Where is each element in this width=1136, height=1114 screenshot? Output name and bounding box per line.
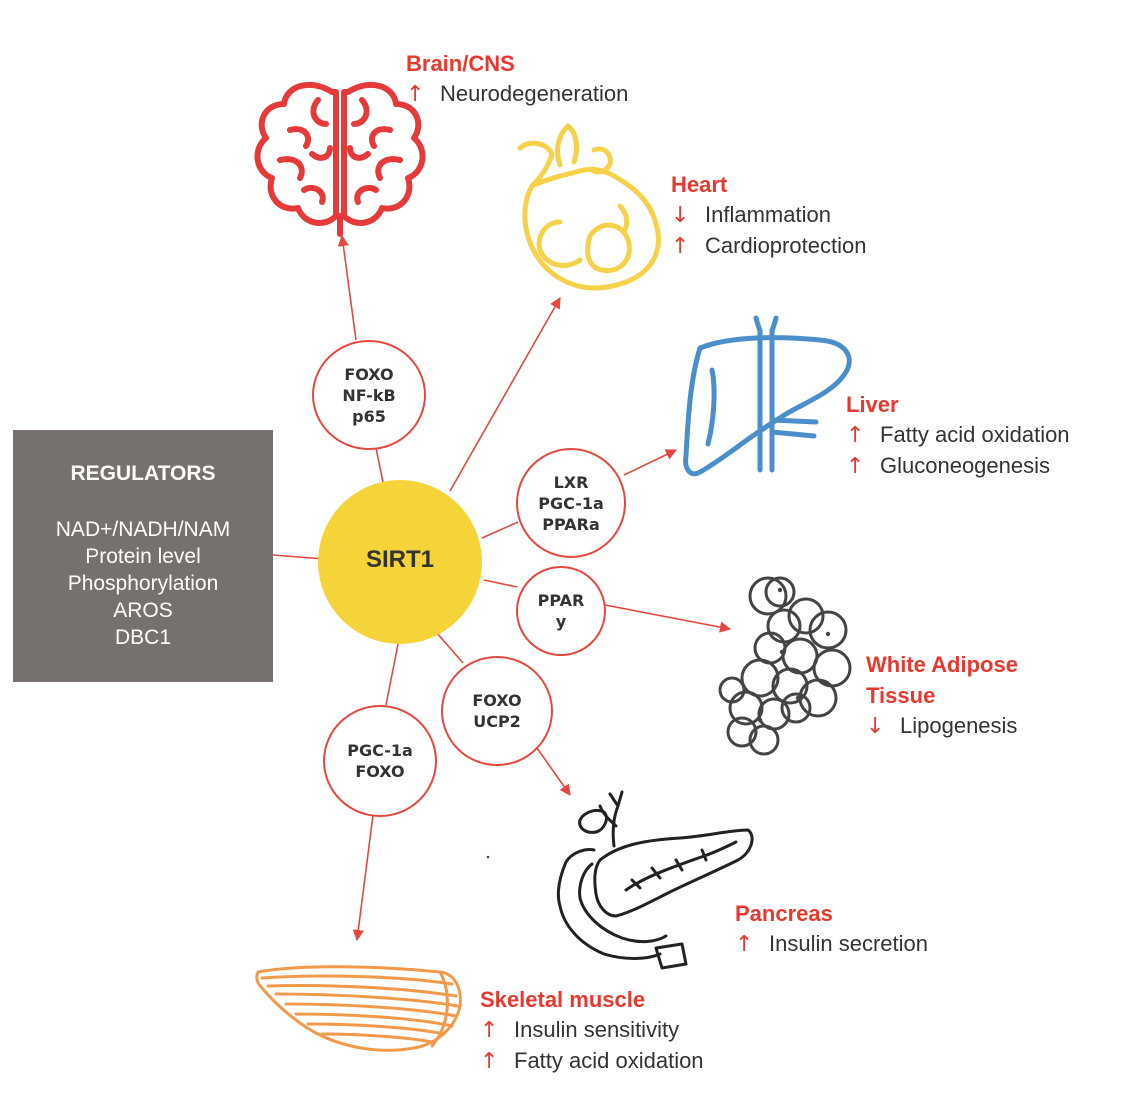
adipose-cells-icon <box>718 576 852 756</box>
regulator-item: Protein level <box>85 545 201 568</box>
mediator-label: FOXO <box>355 762 405 781</box>
effect-text: Lipogenesis <box>900 713 1018 738</box>
muscle-icon <box>255 965 462 1052</box>
mediator-node-brain: FOXO NF-kB p65 <box>312 340 426 450</box>
line-sirt1-to-pancreas-node <box>435 631 464 664</box>
regulator-item: AROS <box>113 599 173 622</box>
muscle-label: Skeletal muscle ↑ Insulin sensitivity ↑ Fa… <box>480 984 704 1077</box>
arrow-liver-node-to-liver <box>623 449 678 476</box>
liver-effect: ↑ Gluconeogenesis <box>846 451 1070 482</box>
mediator-node-muscle: PGC-1a FOXO <box>323 705 437 817</box>
mediator-node-liver: LXR PGC-1a PPARa <box>516 448 626 558</box>
regulator-item: NAD+/NADH/NAM <box>55 518 231 541</box>
heart-title: Heart <box>671 172 728 197</box>
brain-icon <box>254 81 426 237</box>
adipose-effect: ↓ Lipogenesis <box>866 711 1018 742</box>
regulators-list: NAD+/NADH/NAM Protein level Phosphorylat… <box>13 516 273 651</box>
arrow-adipose-node-to-adipose <box>604 604 732 633</box>
arrow-brain-node-to-brain <box>337 234 357 341</box>
brain-effect: ↑ Neurodegeneration <box>406 79 628 110</box>
brain-title: Brain/CNS <box>406 51 515 76</box>
heart-effect: ↓ Inflammation <box>671 200 866 231</box>
line-sirt1-to-brain-node <box>375 447 384 483</box>
stray-dot <box>486 855 490 859</box>
arrow-up-icon: ↑ <box>480 1049 499 1074</box>
arrow-up-icon: ↑ <box>480 1018 499 1043</box>
arrow-pancreas-node-to-pancreas <box>536 747 571 796</box>
pancreas-label: Pancreas ↑ Insulin secretion <box>735 898 928 960</box>
effect-text: Fatty acid oxidation <box>880 422 1070 447</box>
arrow-up-icon: ↑ <box>406 82 425 107</box>
mediator-label: LXR <box>553 472 589 492</box>
pancreas-icon <box>556 790 754 970</box>
mediator-label: NF-kB <box>342 385 396 405</box>
effect-text: Insulin secretion <box>769 931 928 956</box>
mediator-label: FOXO <box>472 691 522 710</box>
adipose-title: White Adipose <box>866 652 1018 677</box>
arrow-up-icon: ↑ <box>846 454 865 479</box>
mediator-label: UCP2 <box>473 712 521 731</box>
brain-label: Brain/CNS ↑ Neurodegeneration <box>406 48 628 110</box>
muscle-effect: ↑ Insulin sensitivity <box>480 1015 704 1046</box>
arrow-up-icon: ↑ <box>735 932 754 957</box>
regulators-box: REGULATORS NAD+/NADH/NAM Protein level P… <box>13 430 273 682</box>
mediator-label: PPAR <box>537 591 585 610</box>
effect-text: Insulin sensitivity <box>514 1017 680 1042</box>
regulators-title: REGULATORS <box>70 462 216 485</box>
pancreas-effect: ↑ Insulin secretion <box>735 929 928 960</box>
heart-icon <box>517 123 661 291</box>
sirt1-label: SIRT1 <box>365 546 434 573</box>
adipose-title: Tissue <box>866 683 936 708</box>
effect-text: Fatty acid oxidation <box>514 1048 704 1073</box>
mediator-label: PGC-1a <box>347 741 413 760</box>
effect-text: Gluconeogenesis <box>880 453 1051 478</box>
regulator-item: Phosphorylation <box>67 572 219 595</box>
mediator-node-pancreas: FOXO UCP2 <box>441 656 553 766</box>
liver-label: Liver ↑ Fatty acid oxidation ↑ Gluconeogen… <box>846 389 1070 482</box>
liver-icon <box>683 315 852 477</box>
muscle-title: Skeletal muscle <box>480 987 646 1012</box>
mediator-label: FOXO <box>344 364 394 384</box>
line-sirt1-to-muscle-node <box>385 643 399 706</box>
arrow-up-icon: ↑ <box>671 234 690 259</box>
heart-effect: ↑ Cardioprotection <box>671 231 866 262</box>
arrow-up-icon: ↑ <box>846 423 865 448</box>
mediator-label: y <box>555 612 567 631</box>
effect-text: Inflammation <box>705 202 831 227</box>
arrow-down-icon: ↓ <box>671 203 690 228</box>
sirt1-node: SIRT1 <box>318 480 482 644</box>
mediator-node-adipose: PPAR y <box>516 566 606 656</box>
arrow-sirt1-to-heart <box>449 297 561 492</box>
arrow-muscle-node-to-muscle <box>352 814 374 942</box>
liver-title: Liver <box>846 392 899 417</box>
mediator-label: p65 <box>352 406 386 426</box>
line-sirt1-to-adipose-node <box>483 579 518 588</box>
mediator-label: PGC-1a <box>538 493 604 513</box>
effect-text: Cardioprotection <box>705 233 867 258</box>
adipose-label: White Adipose Tissue ↓ Lipogenesis <box>866 649 1018 742</box>
regulator-item: DBC1 <box>114 626 172 649</box>
heart-label: Heart ↓ Inflammation ↑ Cardioprotection <box>671 169 866 262</box>
liver-effect: ↑ Fatty acid oxidation <box>846 420 1070 451</box>
pancreas-title: Pancreas <box>735 901 833 926</box>
line-sirt1-to-liver-node <box>481 521 519 539</box>
mediator-label: PPARa <box>542 514 600 534</box>
muscle-effect: ↑ Fatty acid oxidation <box>480 1046 704 1077</box>
effect-text: Neurodegeneration <box>440 81 629 106</box>
arrow-down-icon: ↓ <box>866 714 885 739</box>
